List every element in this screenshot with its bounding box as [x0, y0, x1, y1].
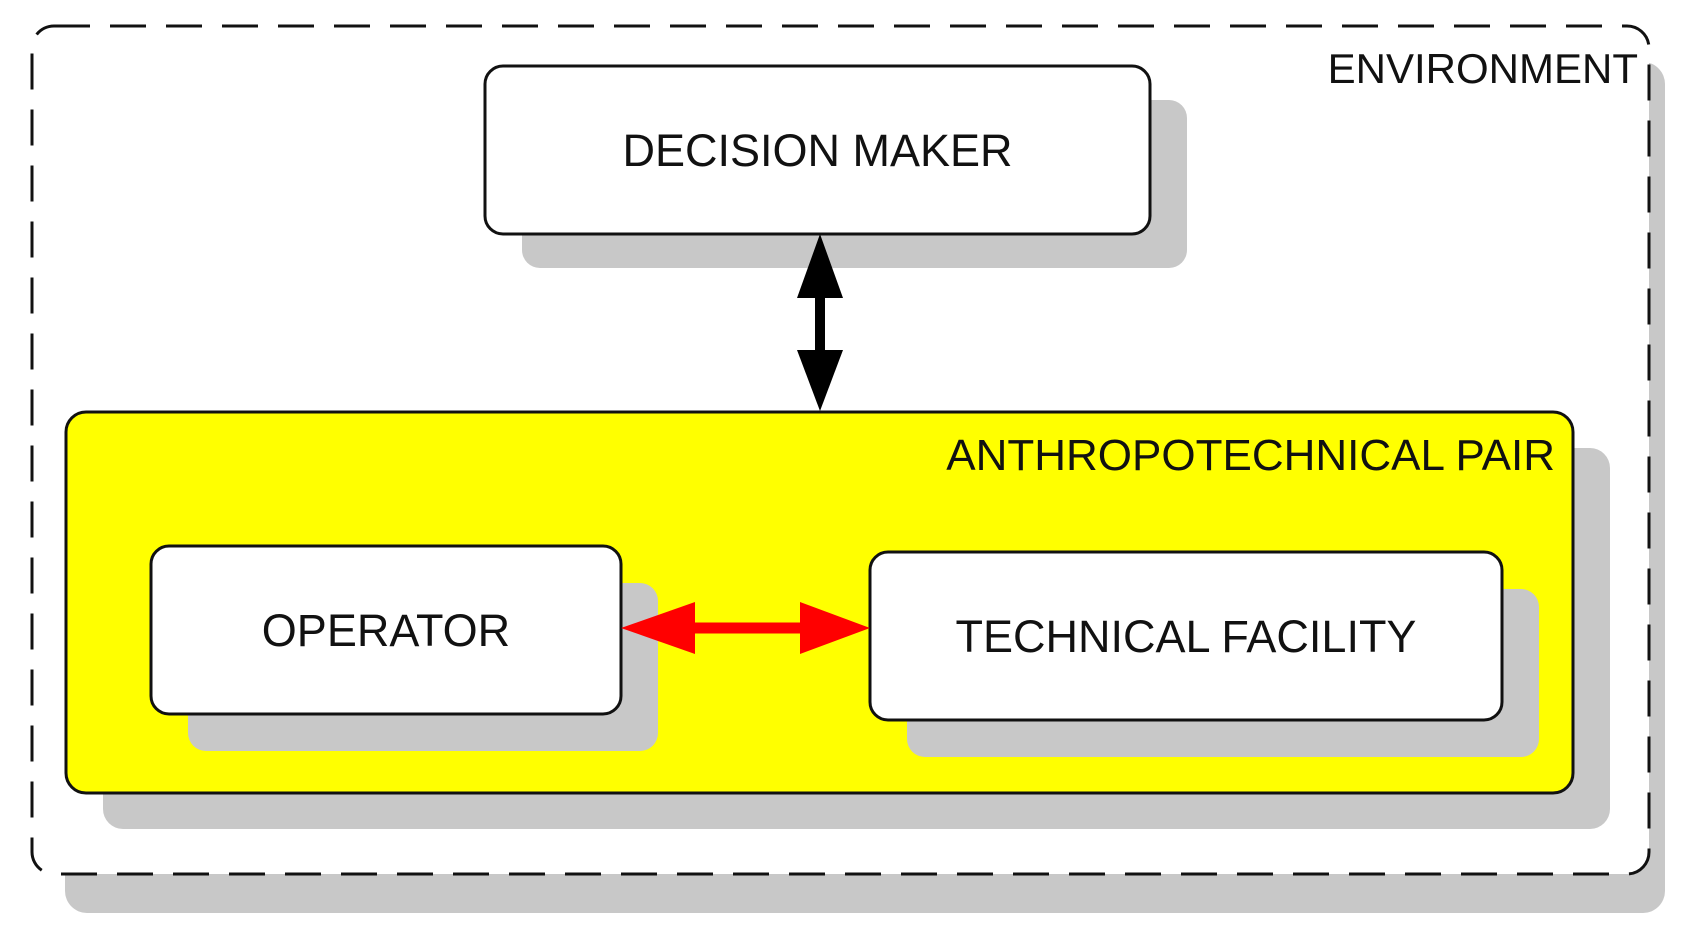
operator-facility-arrow: [621, 602, 870, 654]
operator-box: [149, 544, 623, 716]
decision-maker-box: [483, 64, 1152, 236]
environment-label: ENVIRONMENT: [1327, 45, 1638, 92]
decision-maker-label: DECISION MAKER: [622, 124, 1013, 176]
decision-pair-arrow: [797, 234, 843, 411]
technical-facility-box: [868, 550, 1504, 722]
anthropotechnical-pair-label: ANTHROPOTECHNICAL PAIR: [946, 431, 1555, 480]
technical-facility-label: TECHNICAL FACILITY: [955, 610, 1417, 662]
operator-label: OPERATOR: [261, 604, 511, 656]
